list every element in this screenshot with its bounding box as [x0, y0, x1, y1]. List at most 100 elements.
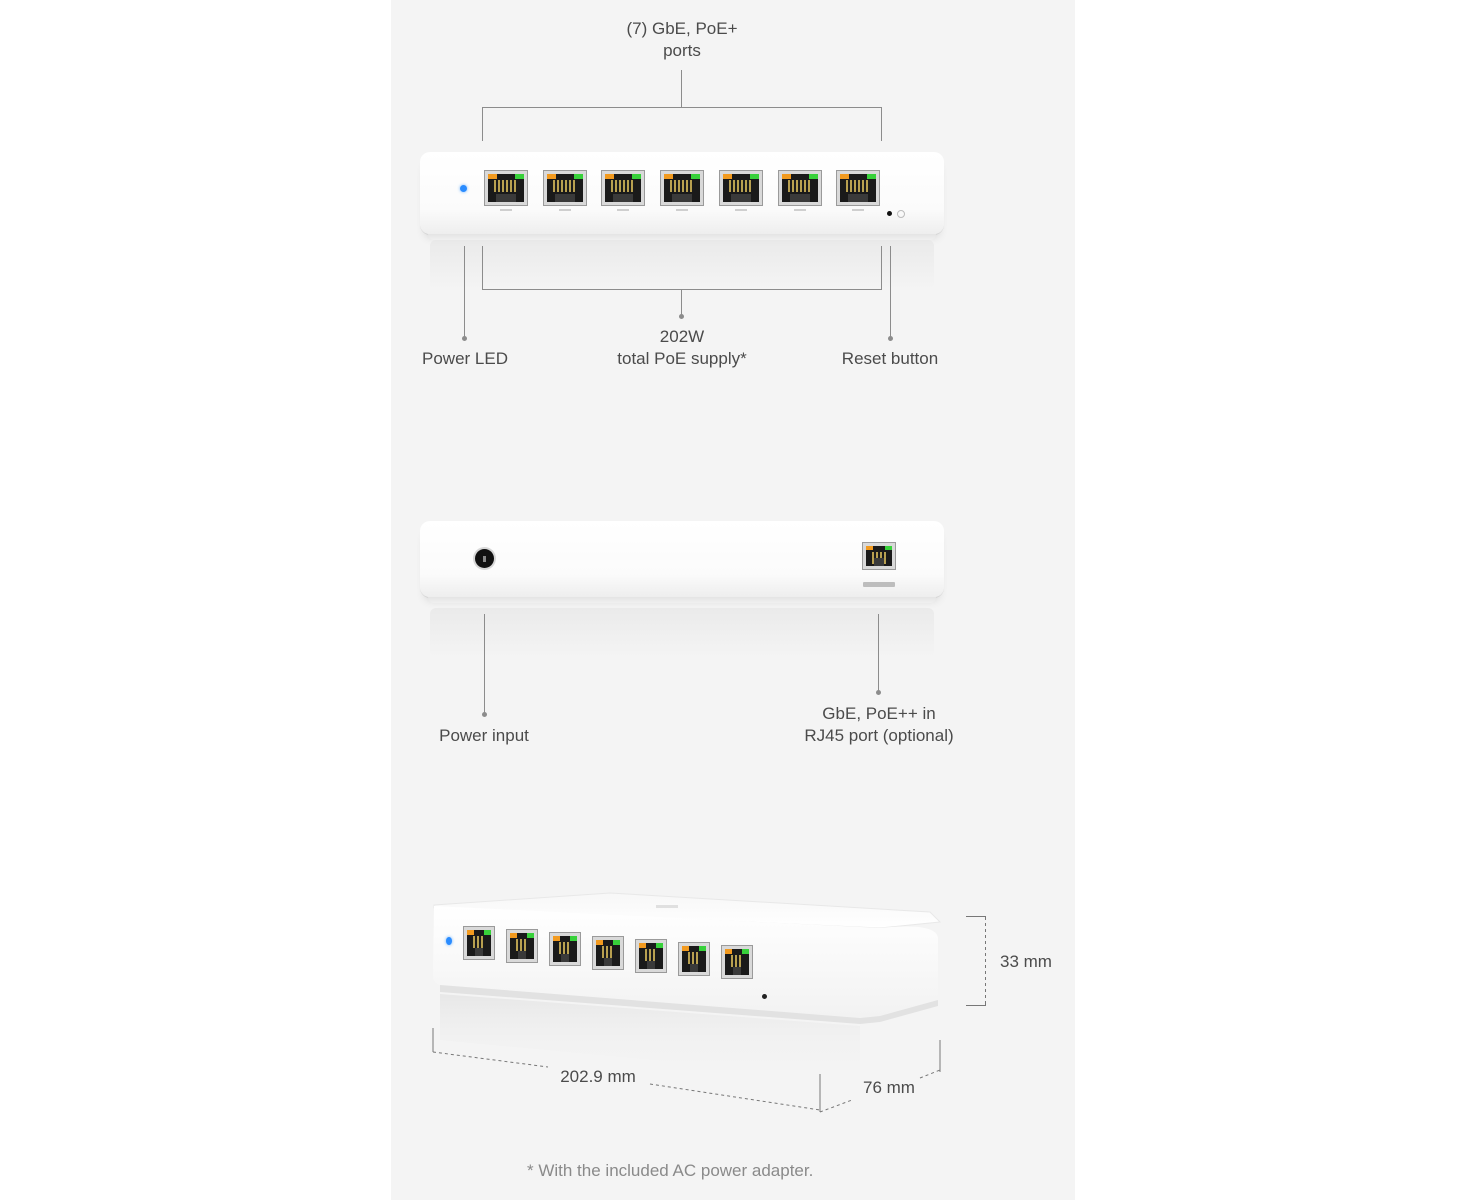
power-input-pin: [483, 556, 486, 562]
port-amber-led: [781, 174, 791, 179]
port-green-led: [573, 174, 583, 179]
port-number-mark: [719, 209, 763, 213]
port-green-led: [699, 946, 706, 951]
switch-front-reflection: [430, 240, 934, 290]
port-amber-led: [605, 174, 615, 179]
iso-logo: [656, 905, 678, 908]
port-number-mark: [660, 209, 704, 213]
port-green-led: [691, 174, 701, 179]
ethernet-port[interactable]: [718, 170, 763, 206]
port-amber-led: [488, 174, 497, 179]
poe-supply-line1: 202W: [659, 327, 705, 346]
poe-bracket-dot: [679, 314, 684, 319]
poe-supply-line2: total PoE supply*: [617, 349, 747, 368]
port-green-led: [484, 930, 491, 935]
uplink-port-hole: [866, 546, 892, 566]
reset-leader-dot: [888, 336, 893, 341]
iso-ethernet-port[interactable]: [592, 935, 624, 970]
switch-front-lip: [428, 234, 936, 240]
poe-bracket-stem: [681, 289, 682, 315]
depth-label: 76 mm: [863, 1078, 915, 1097]
width-label: 202.9 mm: [560, 1067, 636, 1086]
port-green-led: [527, 933, 534, 939]
uplink-tag: [863, 582, 895, 587]
port-green-led: [570, 936, 577, 942]
port-green-led: [749, 174, 759, 179]
port-green-led: [632, 174, 642, 179]
ports-label-line2: ports: [663, 41, 701, 60]
port-number-mark: [836, 209, 880, 213]
poe-bracket-bar: [482, 289, 882, 290]
power-led-leader: [464, 246, 465, 338]
ports-bracket-bar: [482, 107, 882, 108]
iso-power-led: [446, 937, 452, 945]
poe-bracket-left: [482, 246, 483, 290]
height-bracket-dash: [985, 920, 986, 1002]
iso-ethernet-port[interactable]: [721, 945, 753, 980]
uplink-label-line2: RJ45 port (optional): [804, 726, 954, 745]
port-green-led: [656, 942, 663, 948]
iso-ethernet-port[interactable]: [635, 938, 667, 973]
port-amber-led: [725, 949, 732, 955]
ethernet-port[interactable]: [542, 170, 587, 206]
port-amber-led: [553, 936, 560, 942]
port-amber-led: [682, 946, 689, 951]
switch-rear-lip: [428, 597, 936, 603]
ethernet-port[interactable]: [601, 170, 646, 206]
footnote: * With the included AC power adapter.: [527, 1161, 814, 1180]
power-led-leader-dot: [462, 336, 467, 341]
uplink-amber-led: [866, 546, 873, 550]
reset-leader: [890, 246, 891, 338]
port-amber-led: [664, 174, 674, 179]
height-label: 33 mm: [1000, 952, 1052, 971]
port-green-led: [742, 949, 749, 955]
port-green-led: [867, 174, 877, 179]
iso-ethernet-port[interactable]: [506, 929, 538, 964]
port-number-mark: [601, 209, 645, 213]
poe-bracket-right: [881, 246, 882, 290]
port-number-mark: [778, 209, 822, 213]
ethernet-port[interactable]: [484, 170, 528, 206]
switch-rear: [420, 521, 944, 603]
ethernet-port[interactable]: [777, 170, 822, 206]
power-input-leader-dot: [482, 712, 487, 717]
port-green-led: [613, 939, 620, 945]
reset-icon: [897, 210, 905, 218]
iso-reflection: [440, 994, 860, 1080]
ethernet-port[interactable]: [836, 170, 881, 206]
port-amber-led: [722, 174, 732, 179]
port-amber-led: [639, 942, 646, 948]
port-amber-led: [510, 933, 517, 939]
uplink-label: GbE, PoE++ in RJ45 port (optional): [779, 703, 979, 747]
port-amber-led: [840, 174, 850, 179]
uplink-leader-dot: [876, 690, 881, 695]
port-amber-led: [467, 930, 474, 935]
iso-reset-button[interactable]: [762, 994, 767, 999]
iso-ethernet-port[interactable]: [463, 926, 495, 960]
iso-ethernet-port[interactable]: [549, 932, 581, 967]
switch-rear-reflection: [430, 608, 934, 658]
uplink-leader: [878, 614, 879, 692]
port-amber-led: [596, 939, 603, 945]
power-led-label: Power LED: [422, 349, 508, 368]
uplink-green-led: [885, 546, 892, 550]
ports-label-line1: (7) GbE, PoE+: [626, 19, 738, 38]
ports-bracket-stem: [681, 70, 682, 108]
ethernet-port[interactable]: [660, 170, 705, 206]
port-green-led: [515, 174, 524, 179]
power-input-leader: [484, 614, 485, 714]
uplink-label-line1: GbE, PoE++ in: [822, 704, 936, 723]
poe-supply-label: 202W total PoE supply*: [582, 326, 782, 370]
uplink-port[interactable]: [862, 542, 896, 570]
ports-bracket-right: [881, 107, 882, 141]
reset-label: Reset button: [841, 349, 939, 368]
port-amber-led: [546, 174, 556, 179]
port-number-mark: [543, 209, 587, 213]
ports-label: (7) GbE, PoE+ ports: [582, 18, 782, 62]
reset-button[interactable]: [887, 211, 892, 216]
port-green-led: [808, 174, 818, 179]
port-number-mark: [484, 209, 528, 213]
iso-ethernet-port[interactable]: [678, 942, 710, 976]
power-input-label: Power input: [439, 726, 529, 745]
